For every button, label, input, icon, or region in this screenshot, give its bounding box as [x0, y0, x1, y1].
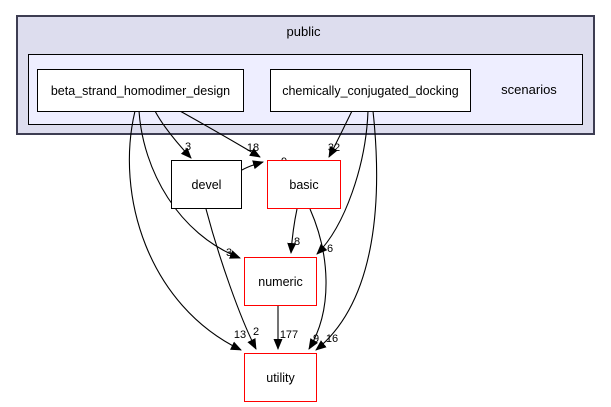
edge-devel-to-basic	[241, 160, 264, 171]
node-chemically_conjugated_docking[interactable]: chemically_conjugated_docking	[270, 69, 471, 112]
edge-label: 8	[294, 236, 300, 248]
node-basic[interactable]: basic	[267, 160, 341, 209]
edge-label: 177	[280, 329, 298, 341]
edge-label: 3	[226, 247, 232, 259]
edge-label: 6	[327, 243, 333, 255]
edge-beta-to-utility	[128, 110, 242, 351]
node-label: utility	[266, 370, 295, 385]
node-numeric[interactable]: numeric	[244, 257, 317, 306]
edge-label: 32	[328, 142, 340, 154]
edge-label: 18	[247, 142, 259, 154]
edge-chem-to-utility	[315, 110, 378, 351]
node-label: beta_strand_homodimer_design	[50, 83, 231, 98]
node-devel[interactable]: devel	[171, 160, 242, 209]
edge-label: 9	[313, 333, 319, 345]
node-label: basic	[289, 177, 319, 192]
edge-label: 2	[253, 326, 259, 338]
cluster-label-public[interactable]: public	[286, 24, 321, 39]
cluster-label-scenarios[interactable]: scenarios	[501, 82, 557, 97]
node-label: numeric	[258, 274, 303, 289]
node-label: devel	[191, 177, 222, 192]
edge-label: 3	[185, 141, 191, 153]
edge-label: 13	[234, 329, 246, 341]
node-label: chemically_conjugated_docking	[282, 83, 459, 98]
edge-basic-to-numeric	[287, 208, 298, 254]
node-beta_strand_homodimer_design[interactable]: beta_strand_homodimer_design	[37, 69, 244, 112]
node-utility[interactable]: utility	[244, 353, 317, 402]
edge-label: 16	[326, 333, 338, 345]
